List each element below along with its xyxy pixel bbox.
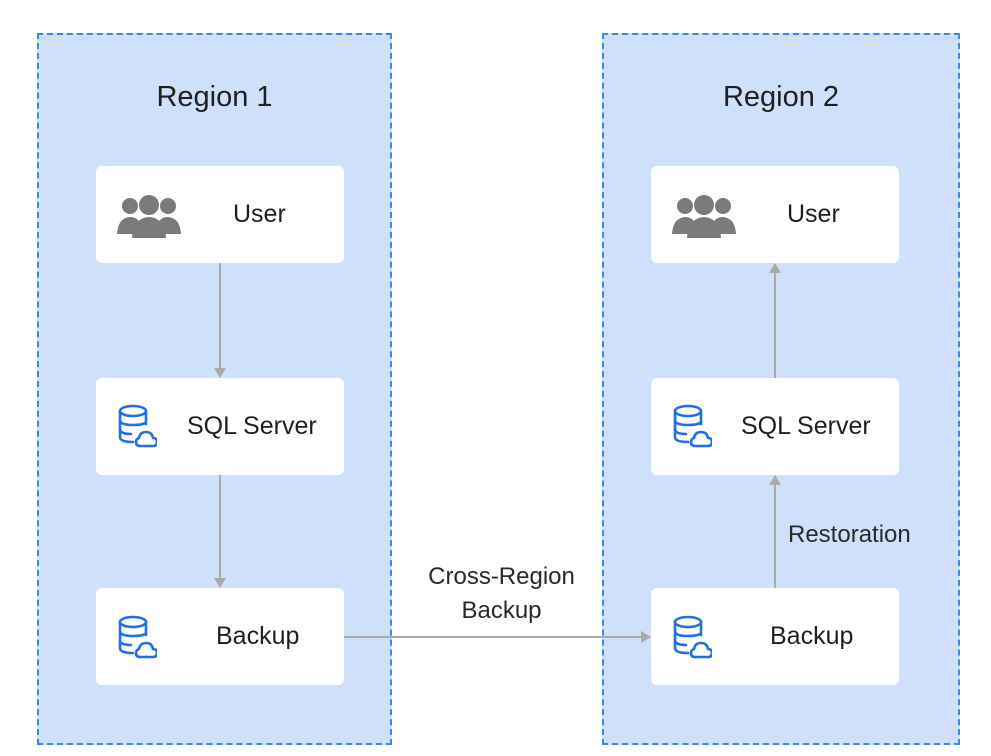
arrowhead-r1-sql [214,368,226,378]
region-1-user-label: User [233,200,286,228]
cross-region-label-line2: Backup [461,597,542,624]
users-icon [672,195,736,238]
arrowhead-r2-sql [769,475,781,485]
region-1-user-node: User [96,166,344,263]
arrowhead-r1-backup [214,578,226,588]
region-1-sql-server-node: SQL Server [96,378,344,475]
arrowhead-r2-backup [641,631,651,643]
cross-region-backup-label: Cross-Region Backup [384,560,619,628]
arrowhead-r2-user [769,263,781,273]
region-2-backup-node: Backup [651,588,899,685]
region-1-backup-label: Backup [216,622,300,650]
cross-region-label-line1: Cross-Region [428,563,575,590]
users-icon [117,195,181,238]
region-2-user-node: User [651,166,899,263]
region-2-backup-label: Backup [770,622,854,650]
region-1-title: Region 1 [156,81,273,113]
region-2-user-label: User [787,200,840,228]
database-cloud-icon [118,615,157,659]
region-1-backup-node: Backup [96,588,344,685]
region-1-sql-server-label: SQL Server [187,412,317,440]
region-2-title: Region 2 [722,81,840,113]
restoration-label: Restoration [788,521,911,548]
region-2-sql-server-node: SQL Server [651,378,899,475]
region-2-sql-server-label: SQL Server [741,412,871,440]
